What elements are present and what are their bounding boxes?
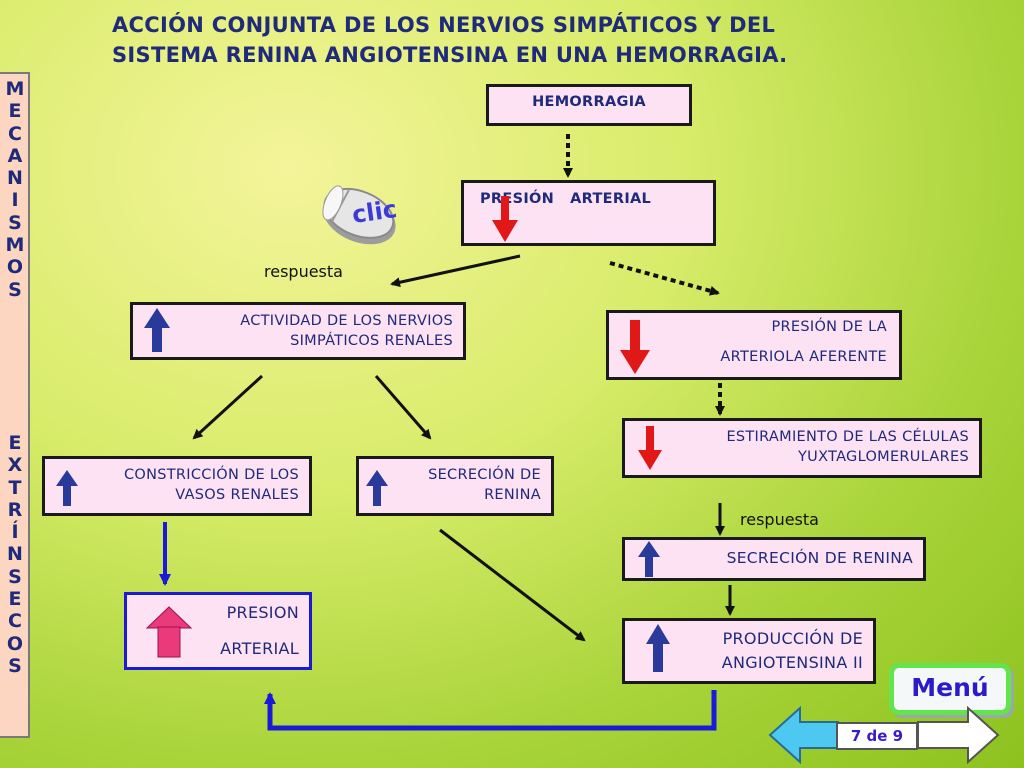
sidebar-letter: M [5,78,25,100]
box-presion-arterial-result: PRESION ARTERIAL [124,592,312,670]
sidebar-letter: N [7,543,23,566]
back-arrow-icon[interactable] [768,706,839,764]
title-line-2: SISTEMA RENINA ANGIOTENSINA EN UNA HEMOR… [112,43,788,67]
label-respuesta-left: respuesta [264,262,343,281]
sidebar-letter: A [7,144,23,167]
sidebar-word-extrinsecos: E X T R Í N S E C O S [0,432,30,677]
box-secrecion-renina-left: SECRECIÓN DE RENINA [356,456,554,516]
box-presion-arterial-text: PRESIÓN ARTERIAL [480,191,652,207]
menu-button[interactable]: Menú [889,663,1011,715]
arrow-actividad-to-secrecion [374,375,432,440]
sidebar-letter: E [8,432,22,454]
box-secrecion-renina-left-text: SECRECIÓN DE RENINA [428,467,541,503]
box-presion-arteriola-line2: ARTERIOLA AFERENTE [720,349,887,365]
box-secrecion-renina-right-text: SECRECIÓN DE RENINA [726,549,913,567]
box-secrecion-renina-right: SECRECIÓN DE RENINA [622,537,926,581]
box-hemorragia: HEMORRAGIA [486,84,692,126]
sidebar-letter: N [7,167,23,190]
title-line-1: ACCIÓN CONJUNTA DE LOS NERVIOS SIMPÁTICO… [112,13,776,37]
box-produccion-angiotensina-text: PRODUCCIÓN DE ANGIOTENSINA II [721,629,863,672]
sidebar-letter: X [7,454,23,477]
arrow-presion-to-arteriola [609,261,720,296]
sidebar-letter: S [8,211,22,234]
box-hemorragia-text: HEMORRAGIA [532,94,646,110]
box-actividad-nervios-text: ACTIVIDAD DE LOS NERVIOS SIMPÁTICOS RENA… [240,313,453,349]
label-respuesta-right: respuesta [740,510,819,529]
arrow-up-icon [146,606,192,658]
sidebar-letter: S [8,278,22,301]
sidebar-letter: E [8,100,22,123]
box-produccion-angiotensina: PRODUCCIÓN DE ANGIOTENSINA II [622,618,876,684]
sidebar-letter: E [8,588,22,611]
sidebar-letter: T [8,476,22,499]
forward-arrow-icon[interactable] [917,706,1000,764]
page-title: ACCIÓN CONJUNTA DE LOS NERVIOS SIMPÁTICO… [112,10,912,70]
arrow-down-icon [638,426,662,470]
arrow-presion-to-actividad [390,254,521,288]
box-constriccion-text: CONSTRICCIÓN DE LOS VASOS RENALES [123,467,299,503]
box-presion-arteriola-line1: PRESIÓN DE LA [771,319,887,335]
arrow-up-icon [646,624,670,672]
arrow-down-icon [620,320,650,374]
arrow-up-icon [638,541,660,577]
arrow-actividad-to-constriccion [192,374,264,440]
sidebar-letter: O [6,256,24,279]
arrow-up-icon [366,470,388,506]
box-estiramiento: ESTIRAMIENTO DE LAS CÉLULAS YUXTAGLOMERU… [622,418,982,478]
box-presion-arteriola: PRESIÓN DE LA ARTERIOLA AFERENTE [606,310,902,380]
sidebar-word-mecanismos: M E C A N I S M O S [0,78,30,301]
box-actividad-nervios: ACTIVIDAD DE LOS NERVIOS SIMPÁTICOS RENA… [130,302,466,360]
arrow-down-icon [492,196,518,242]
mouse-clic-icon[interactable]: clic [314,178,406,254]
arrow-up-icon [56,470,78,506]
sidebar-letter: C [8,122,22,145]
page-indicator: 7 de 9 [836,722,918,750]
sidebar-letter: M [5,234,25,257]
arrow-up-icon [144,308,170,352]
sidebar-letter: S [8,565,22,588]
sidebar-letter: S [8,654,22,677]
sidebar-letter: I [11,189,19,212]
sidebar-letter: Í [11,521,19,544]
sidebar-letter: O [6,632,24,655]
sidebar-mecanismos-extrinsecos: M E C A N I S M O S E X T R Í N S E C O … [0,72,30,738]
sidebar-letter: R [7,498,23,521]
box-estiramiento-text: ESTIRAMIENTO DE LAS CÉLULAS YUXTAGLOMERU… [726,429,969,465]
box-constriccion: CONSTRICCIÓN DE LOS VASOS RENALES [42,456,312,516]
arrow-secrecion-left-to-produccion [439,528,586,642]
sidebar-letter: C [8,610,22,633]
box-presion-arterial-result-line2: ARTERIAL [220,639,299,658]
arrow-angiotensina-to-presion-result [264,690,717,731]
box-presion-arterial-result-line1: PRESION [226,603,299,622]
